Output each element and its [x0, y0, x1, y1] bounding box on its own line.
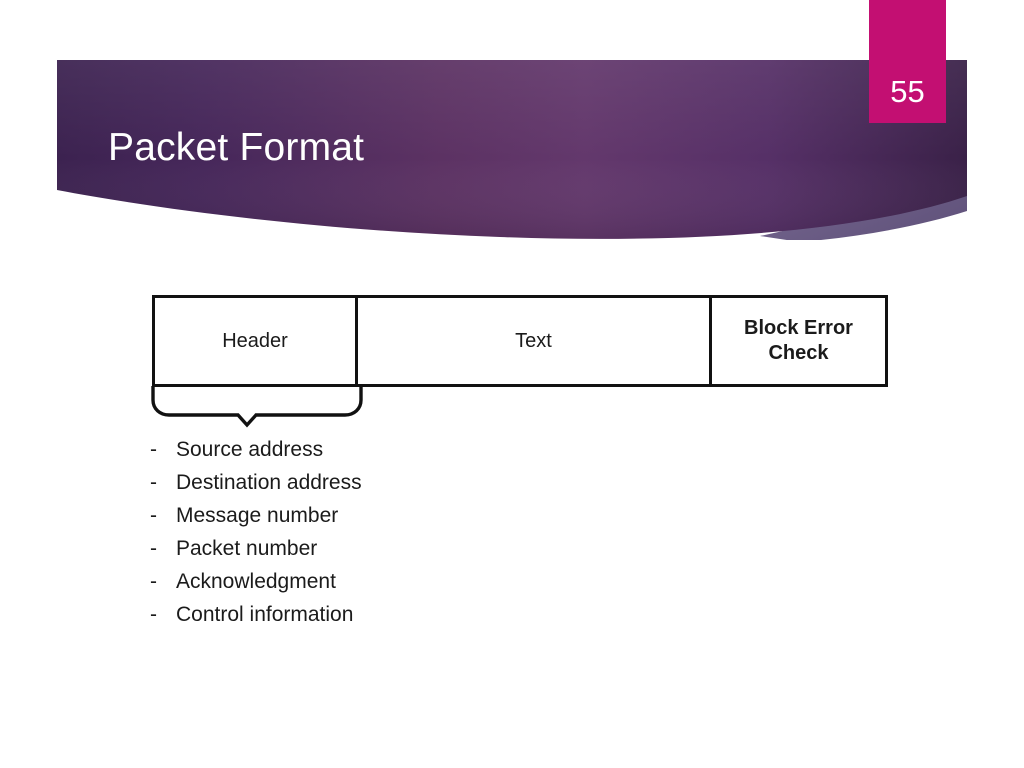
list-item: - Source address: [148, 433, 578, 466]
packet-cell-header-label: Header: [222, 329, 288, 352]
packet-cell-bec-label: Block Error Check: [744, 316, 853, 366]
brace-path: [151, 386, 363, 428]
page-title: Packet Format: [108, 126, 365, 169]
list-item-label: Control information: [176, 603, 354, 626]
list-item-label: Destination address: [176, 471, 362, 494]
packet-format-table: Header Text Block Error Check: [152, 295, 888, 387]
list-bullet-dash: -: [150, 471, 157, 494]
list-bullet-dash: -: [150, 537, 157, 560]
list-item: - Acknowledgment: [148, 565, 578, 598]
header-expand-brace: [151, 386, 363, 428]
packet-cell-header[interactable]: Header: [155, 298, 358, 384]
header-fields-list: - Source address - Destination address -…: [148, 433, 578, 631]
list-item: - Control information: [148, 598, 578, 631]
list-item: - Message number: [148, 499, 578, 532]
list-item-label: Acknowledgment: [176, 570, 336, 593]
list-bullet-dash: -: [150, 570, 157, 593]
list-item-label: Source address: [176, 438, 324, 461]
list-item: - Destination address: [148, 466, 578, 499]
packet-cell-text-label: Text: [515, 329, 552, 352]
page-number-label: 55: [890, 74, 925, 109]
list-bullet-dash: -: [150, 603, 157, 626]
packet-cell-bec-label-line2: Check: [768, 342, 829, 364]
packet-cell-bec-label-line1: Block Error: [744, 317, 853, 339]
list-bullet-dash: -: [150, 438, 157, 461]
packet-cell-text[interactable]: Text: [358, 298, 712, 384]
list-item-label: Message number: [176, 504, 339, 527]
list-item: - Packet number: [148, 532, 578, 565]
list-item-label: Packet number: [176, 537, 318, 560]
list-bullet-dash: -: [150, 504, 157, 527]
page-number-tab: 55: [869, 0, 946, 123]
packet-cell-block-error-check[interactable]: Block Error Check: [712, 298, 885, 384]
